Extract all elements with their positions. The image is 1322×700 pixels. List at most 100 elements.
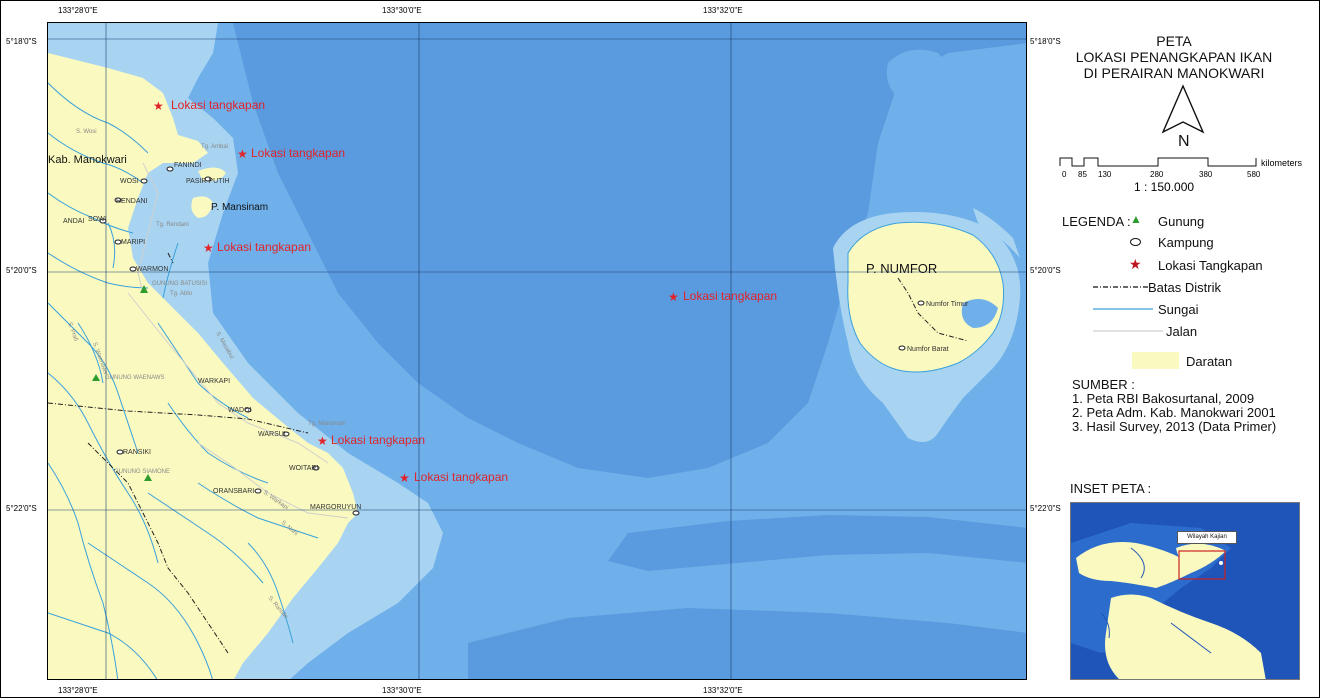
label-andai: ANDAI [63, 218, 84, 225]
legend-sungai: Sungai [1158, 302, 1199, 317]
catch-label-5: Lokasi tangkapan [331, 433, 425, 447]
scale-tick-380: 380 [1199, 170, 1213, 179]
map-title-3: DI PERAIRAN MANOKWARI [1083, 65, 1265, 81]
label-g-waenaws: GUNUNG WAENAWS [105, 375, 165, 381]
legend-gunung: Gunung [1158, 214, 1205, 229]
label-wosi: WOSI [120, 178, 139, 185]
label-warmon: WARMON [136, 266, 168, 273]
label-margoruyun: MARGORUYUN [310, 504, 361, 511]
coord-top-1: 133°28'0"E [58, 6, 98, 15]
catch-star-2: ★ [237, 147, 248, 161]
catch-label-4: Lokasi tangkapan [683, 289, 777, 303]
numfor-reef-north [886, 49, 947, 102]
inset-canvas [1071, 503, 1299, 679]
mansinam-island [191, 196, 213, 218]
river-legend-icon [1093, 308, 1153, 310]
label-maripi: MARIPI [121, 239, 145, 246]
inset-map[interactable]: Wilayah Kajian [1070, 502, 1300, 680]
catch-star-1: ★ [153, 99, 164, 113]
scale-ratio: 1 : 150.000 [1134, 180, 1195, 194]
sumber-heading: SUMBER : [1072, 377, 1135, 392]
catch-location-5[interactable]: ★ Lokasi tangkapan [317, 433, 425, 448]
numfor-island [847, 221, 1004, 373]
coord-right-2: 5°20'0"S [1030, 266, 1061, 275]
scale-unit: kilometers [1261, 158, 1303, 168]
catch-star-5: ★ [317, 434, 328, 448]
coord-left-3: 5°22'0"S [6, 504, 37, 513]
mountain-waenaws [92, 374, 100, 381]
inset-label-box: Wilayah Kajian [1177, 531, 1237, 544]
scale-tick-0: 0 [1062, 170, 1067, 179]
coord-top-3: 133°32'0"E [703, 6, 743, 15]
deep-sea-lower [608, 515, 1026, 571]
scale-bar-icon [1059, 157, 1257, 167]
label-tg-ambai: Tg. Ambai [201, 144, 228, 150]
graticule [48, 23, 1026, 679]
legend-batas: Batas Distrik [1148, 280, 1221, 295]
label-numfor-timur: Numfor Timur [926, 301, 969, 308]
catch-location-4[interactable]: ★ Lokasi tangkapan [668, 289, 777, 304]
label-pasir-putih: PASIR PUTIH [186, 178, 229, 185]
numfor-bay [961, 299, 998, 328]
label-numfor-barat: Numfor Barat [907, 346, 949, 353]
legend-heading: LEGENDA : [1062, 214, 1131, 229]
map-title-2: LOKASI PENANGKAPAN IKAN [1075, 49, 1273, 65]
label-oransbari: ORANSBARI [213, 488, 254, 495]
roads [127, 162, 349, 519]
catch-label-1: Lokasi tangkapan [171, 98, 265, 112]
north-arrow-icon [1161, 84, 1205, 134]
mountain-batusisi [140, 285, 148, 293]
coord-bottom-1: 133°28'0"E [58, 686, 98, 695]
legend-daratan: Daratan [1186, 354, 1233, 369]
catch-star-6: ★ [399, 471, 410, 485]
catch-location-2[interactable]: ★ Lokasi tangkapan [237, 146, 345, 161]
legend-kampung: Kampung [1158, 235, 1214, 250]
catch-locations: ★ Lokasi tangkapan ★ Lokasi tangkapan ★ … [153, 98, 777, 485]
coord-left-2: 5°20'0"S [6, 266, 37, 275]
deep-sea [233, 23, 1026, 478]
deep-sea-bottom [468, 608, 1026, 679]
label-tg-mansinam: Tg. Mansinam [308, 421, 346, 427]
catch-location-6[interactable]: ★ Lokasi tangkapan [399, 470, 508, 485]
coord-bottom-3: 133°32'0"E [703, 686, 743, 695]
district-legend-icon [1093, 286, 1148, 288]
legend-lokasi: Lokasi Tangkapan [1158, 258, 1263, 273]
district-borders [48, 252, 309, 654]
catch-star-4: ★ [668, 290, 679, 304]
sumber-line-2: 2. Peta Adm. Kab. Manokwari 2001 [1072, 405, 1276, 420]
label-rendani: RENDANI [116, 198, 148, 205]
label-fanindi: FANINDI [174, 162, 202, 169]
mountain-siamone [144, 474, 152, 481]
label-warkapi: WARKAPI [198, 378, 230, 385]
catch-location-1[interactable]: ★ Lokasi tangkapan [153, 98, 265, 113]
map-title-1: PETA [1156, 33, 1192, 49]
mountain-legend-icon: ▲ [1130, 212, 1142, 226]
main-map[interactable]: ★ Lokasi tangkapan ★ Lokasi tangkapan ★ … [47, 22, 1027, 680]
catch-legend-icon: ★ [1129, 256, 1142, 272]
catch-star-3: ★ [203, 241, 214, 255]
scale-tick-580: 580 [1247, 170, 1261, 179]
coord-right-3: 5°22'0"S [1030, 504, 1061, 513]
label-woitari: WOITARI [289, 465, 318, 472]
label-ransiki: RANSIKI [123, 449, 151, 456]
inset-study-area [1178, 550, 1226, 580]
scale-tick-130: 130 [1098, 170, 1112, 179]
label-tg-rendani: Tg. Rendani [156, 222, 189, 228]
label-kab-manokwari: Kab. Manokwari [48, 154, 127, 166]
label-g-siamone: GUNUNG SIAMONE [114, 469, 170, 475]
catch-label-6: Lokasi tangkapan [414, 470, 508, 484]
sumber-line-1: 1. Peta RBI Bakosurtanal, 2009 [1072, 391, 1255, 406]
land-legend-icon [1132, 352, 1179, 369]
villages [99, 166, 925, 516]
mountains [92, 285, 152, 481]
coord-right-1: 5°18'0"S [1030, 37, 1061, 46]
numfor-reef-spit [973, 208, 1020, 258]
catch-label-3: Lokasi tangkapan [217, 240, 311, 254]
legend-jalan: Jalan [1166, 324, 1198, 339]
catch-location-3[interactable]: ★ Lokasi tangkapan [203, 240, 311, 255]
label-mansinam: P. Mansinam [211, 202, 268, 213]
label-numfor: P. NUMFOR [866, 261, 937, 276]
road-legend-icon [1093, 330, 1163, 332]
river-label-1: S. Wosi [76, 129, 97, 135]
land-mainland [48, 53, 358, 679]
